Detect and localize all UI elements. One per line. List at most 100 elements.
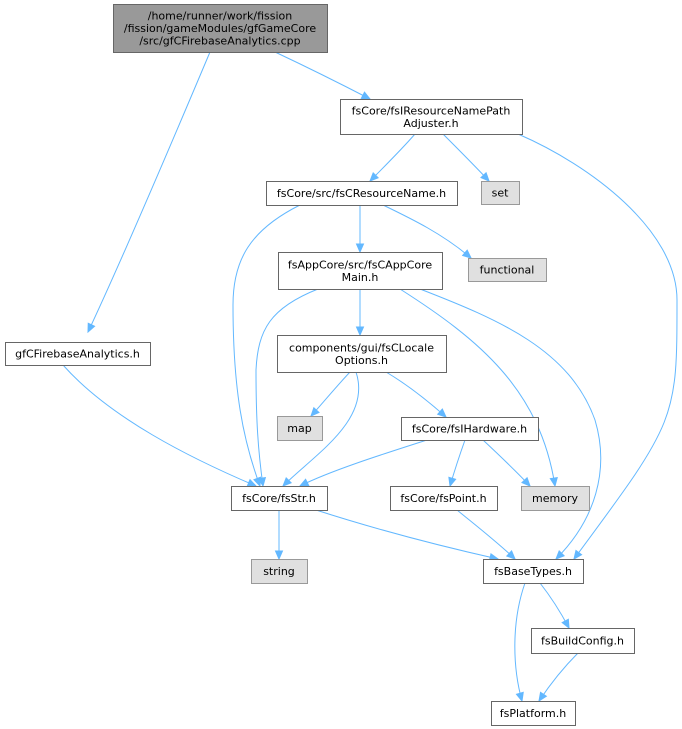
edge-line bbox=[538, 652, 579, 702]
edge-appcore-to-str bbox=[255, 288, 319, 488]
node-gfa[interactable]: gfCFirebaseAnalytics.h bbox=[5, 342, 151, 366]
arrowhead-icon bbox=[355, 243, 365, 254]
edge-line bbox=[87, 51, 211, 333]
edge-locale-to-str bbox=[282, 371, 359, 487]
node-point[interactable]: fsCore/fsPoint.h bbox=[390, 486, 498, 511]
arrowhead-icon bbox=[521, 476, 531, 487]
arrowhead-icon bbox=[360, 91, 372, 100]
edge-hw-to-memory bbox=[482, 439, 531, 487]
node-str[interactable]: fsCore/fsStr.h bbox=[231, 486, 328, 511]
node-box bbox=[483, 559, 584, 584]
edge-line bbox=[442, 133, 490, 182]
node-label-line: Main.h bbox=[342, 271, 379, 284]
node-label-line: memory bbox=[532, 492, 578, 505]
node-box bbox=[390, 486, 498, 511]
node-box bbox=[231, 486, 328, 511]
node-label-line: functional bbox=[480, 264, 535, 277]
node-rn[interactable]: fsCore/src/fsCResourceName.h bbox=[266, 181, 458, 206]
arrowhead-icon bbox=[310, 406, 320, 417]
edge-str-to-basetypes bbox=[315, 509, 500, 562]
node-label-line: /home/runner/work/fission bbox=[148, 10, 293, 23]
edge-rnpa-to-set bbox=[442, 133, 490, 182]
node-memory: memory bbox=[521, 486, 590, 511]
node-box bbox=[278, 252, 443, 290]
edge-line bbox=[399, 288, 556, 487]
arrowhead-icon bbox=[538, 691, 548, 703]
node-label-line: map bbox=[287, 422, 311, 435]
node-string: string bbox=[251, 559, 308, 584]
edge-appcore-to-locale bbox=[355, 289, 365, 337]
arrowhead-icon bbox=[436, 408, 447, 418]
edge-line bbox=[514, 582, 526, 702]
arrowhead-icon bbox=[505, 550, 516, 560]
node-box bbox=[401, 417, 539, 441]
node-buildconfig[interactable]: fsBuildConfig.h bbox=[531, 628, 635, 654]
edge-line bbox=[282, 371, 359, 487]
arrowhead-icon bbox=[573, 549, 583, 561]
edge-line bbox=[62, 364, 257, 487]
arrowhead-icon bbox=[355, 326, 365, 337]
edge-line bbox=[274, 51, 371, 100]
node-label-line: components/gui/fsCLocale bbox=[289, 341, 434, 354]
arrowhead-icon bbox=[274, 550, 284, 561]
node-box bbox=[468, 258, 547, 282]
node-map: map bbox=[277, 416, 323, 441]
node-box bbox=[277, 335, 447, 373]
node-label-line: fsPlatform.h bbox=[500, 707, 566, 720]
edge-point-to-basetypes bbox=[456, 509, 516, 560]
node-box bbox=[340, 99, 523, 135]
nodes-layer: /home/runner/work/fission/fission/gameMo… bbox=[5, 4, 635, 726]
node-set: set bbox=[481, 181, 520, 205]
edge-line bbox=[255, 288, 319, 487]
edge-locale-to-map bbox=[310, 371, 351, 417]
arrowhead-icon bbox=[480, 171, 490, 182]
node-platform[interactable]: fsPlatform.h bbox=[491, 701, 576, 726]
node-box bbox=[266, 181, 458, 206]
node-label-line: fsCore/fsPoint.h bbox=[400, 492, 486, 505]
arrowhead-icon bbox=[298, 478, 310, 487]
node-box bbox=[5, 342, 151, 366]
node-hw[interactable]: fsCore/fsIHardware.h bbox=[401, 417, 539, 441]
arrowhead-icon bbox=[561, 618, 570, 630]
arrowhead-icon bbox=[257, 476, 267, 488]
node-label-line: Options.h bbox=[335, 354, 388, 367]
node-label-line: fsCore/fsIHardware.h bbox=[412, 423, 527, 436]
edge-line bbox=[232, 204, 301, 487]
edge-root-to-gfa bbox=[87, 51, 211, 334]
arrowhead-icon bbox=[448, 476, 457, 488]
node-label-line: gfCFirebaseAnalytics.h bbox=[15, 348, 140, 361]
edge-appcore-to-basetypes bbox=[419, 288, 602, 560]
edge-line bbox=[369, 133, 416, 182]
arrowhead-icon bbox=[515, 691, 524, 703]
edge-gfa-to-str bbox=[62, 364, 258, 487]
arrowhead-icon bbox=[461, 249, 472, 259]
node-root[interactable]: /home/runner/work/fission/fission/gameMo… bbox=[113, 4, 328, 53]
arrowhead-icon bbox=[282, 476, 293, 487]
edge-rn-to-appcore bbox=[355, 205, 365, 254]
node-functional: functional bbox=[468, 258, 547, 282]
node-label-line: fsAppCore/src/fsCAppCore bbox=[288, 258, 432, 271]
edge-locale-to-hw bbox=[385, 371, 447, 418]
node-box bbox=[491, 701, 576, 726]
arrowhead-icon bbox=[549, 476, 558, 488]
node-label-line: fsCore/fsIResourceNamePath bbox=[352, 104, 511, 117]
edge-line bbox=[482, 439, 531, 487]
edge-rnpa-to-rn bbox=[369, 133, 416, 182]
node-label-line: fsBuildConfig.h bbox=[541, 635, 624, 648]
edge-hw-to-str bbox=[298, 439, 428, 487]
edge-line bbox=[382, 204, 472, 259]
node-label-line: fsBaseTypes.h bbox=[494, 565, 572, 578]
edge-appcore-to-memory bbox=[399, 288, 558, 488]
node-label-line: Adjuster.h bbox=[403, 117, 458, 130]
edge-line bbox=[385, 371, 447, 418]
edge-line bbox=[310, 371, 351, 417]
node-box bbox=[521, 486, 590, 511]
node-box bbox=[113, 4, 328, 53]
node-basetypes[interactable]: fsBaseTypes.h bbox=[483, 559, 584, 584]
arrowhead-icon bbox=[555, 549, 566, 560]
